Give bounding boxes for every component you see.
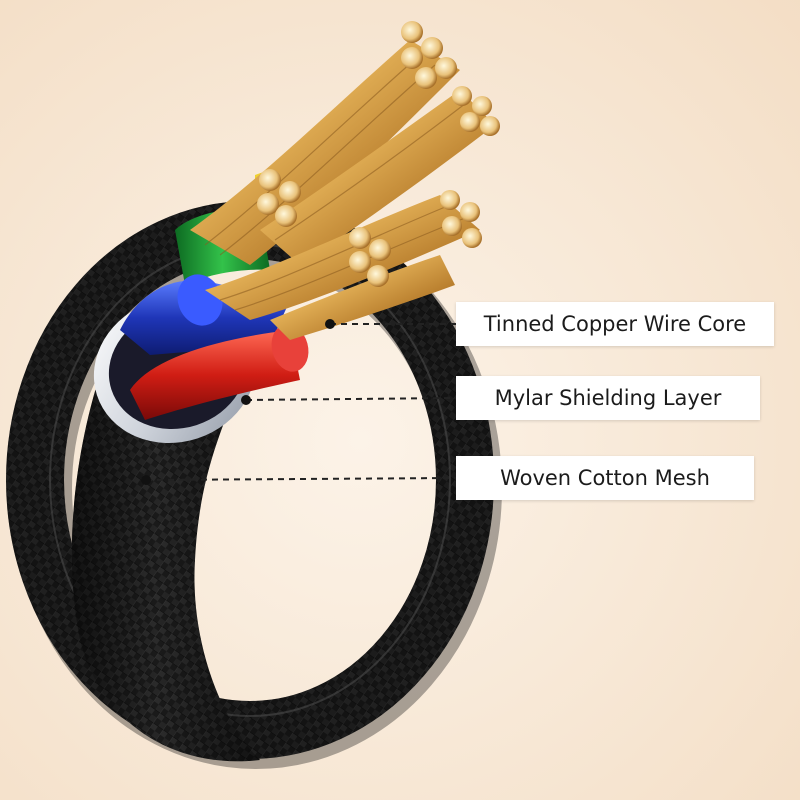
cable-body — [71, 360, 260, 762]
strand-ends-lower — [440, 190, 482, 248]
callout-label-mylar-shield: Mylar Shielding Layer — [456, 376, 760, 420]
copper-wire-core — [190, 21, 500, 340]
strand-ends-left — [257, 169, 301, 227]
copper-leader-dot — [325, 319, 335, 329]
mesh-leader-line — [145, 477, 457, 481]
callout-text-cotton-mesh: Woven Cotton Mesh — [500, 466, 710, 490]
callout-label-cotton-mesh: Woven Cotton Mesh — [456, 456, 754, 500]
callout-text-copper-core: Tinned Copper Wire Core — [483, 312, 747, 336]
strand-ends-middle — [349, 227, 391, 287]
callout-text-mylar-shield: Mylar Shielding Layer — [494, 386, 722, 410]
callout-lines — [145, 323, 457, 481]
strand-ends-top — [401, 21, 457, 89]
callout-dots — [141, 319, 335, 485]
callout-label-copper-core: Tinned Copper Wire Core — [456, 302, 774, 346]
mesh-leader-dot — [141, 475, 151, 485]
mylar-leader-line — [245, 397, 457, 401]
strand-ends-right — [452, 86, 500, 136]
mylar-leader-dot — [241, 395, 251, 405]
